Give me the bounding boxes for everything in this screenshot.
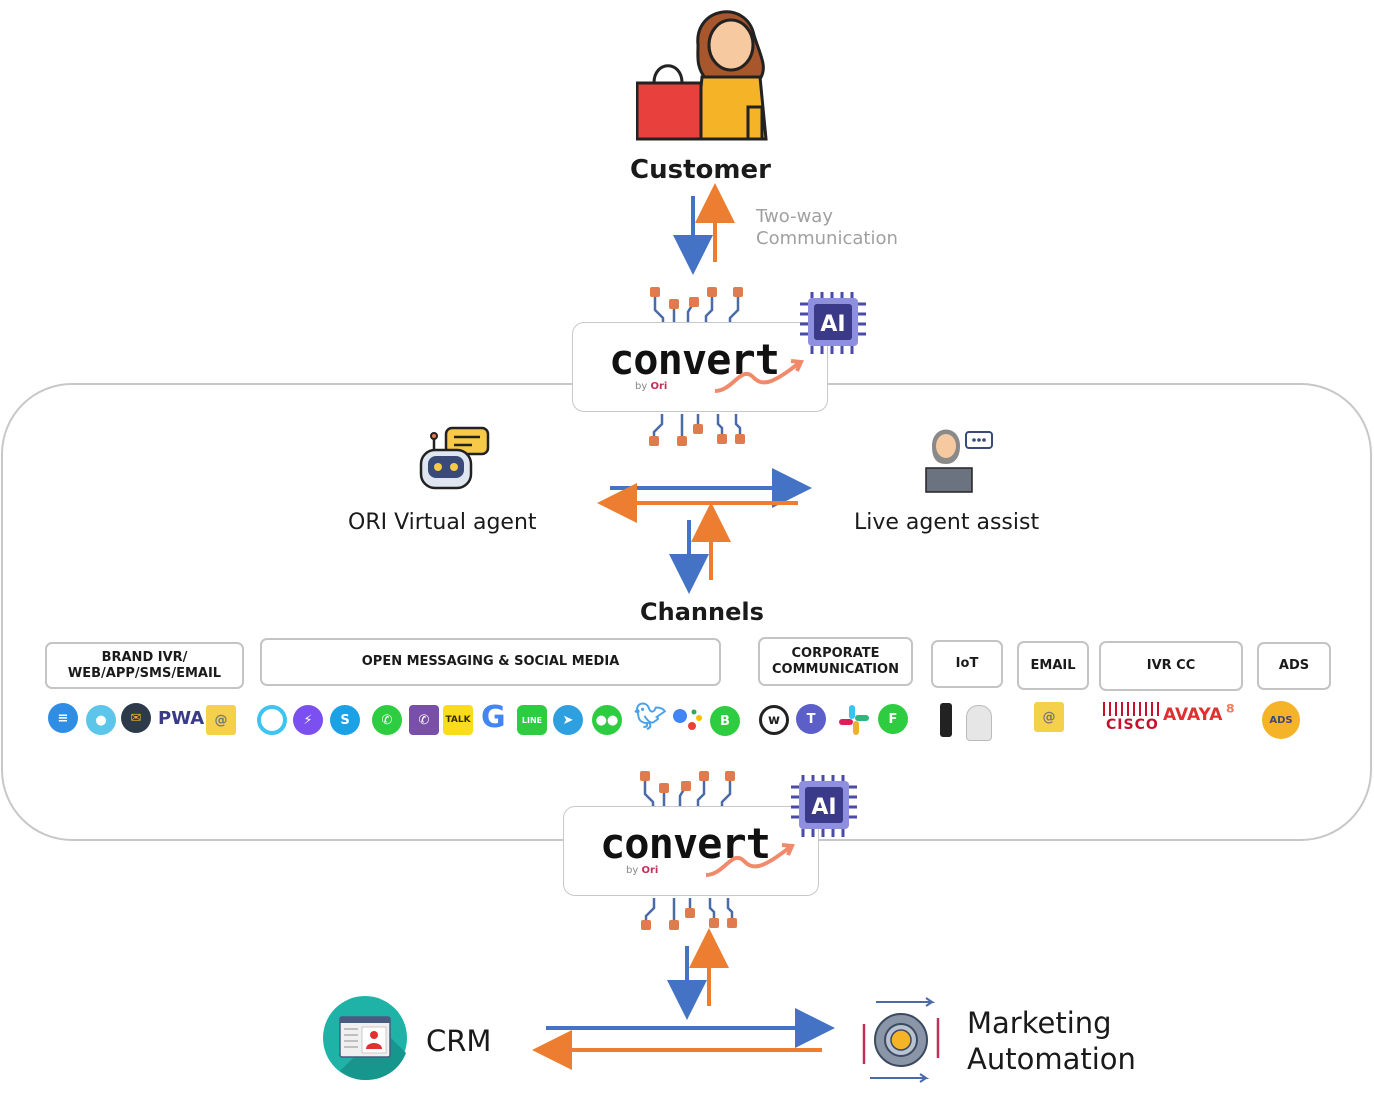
crm-label: CRM (426, 1024, 492, 1058)
robot-chat-icon (419, 426, 490, 490)
marketing-automation-label: Marketing Automation (967, 1006, 1136, 1076)
ai-chip-bottom-icon: AI (791, 775, 857, 837)
convert-top-byline: by Ori (635, 381, 668, 392)
convert-top-box: convert by Ori (572, 322, 828, 412)
circuit-bottom-lower-nodes (641, 908, 737, 930)
business-chat-icon: B (710, 706, 740, 736)
wechat-icon: ●● (592, 705, 622, 735)
microphone-icon: ● (86, 705, 116, 735)
google-home-icon (966, 705, 992, 741)
chat-bubble-icon: ≡ (48, 703, 78, 733)
channel-group-ads: ADS (1257, 642, 1331, 690)
messenger-icon: ⚡ (293, 705, 323, 735)
live-agent-label: Live agent assist (854, 510, 1040, 535)
google-icon: G (481, 700, 506, 735)
live-agent-icon (925, 429, 993, 493)
convert-bottom-swoosh-icon (705, 843, 795, 877)
circuit-bottom-upper-nodes (640, 771, 735, 793)
virtual-agent-label: ORI Virtual agent (348, 510, 537, 535)
customer-label: Customer (630, 155, 771, 185)
ads-newspaper-icon: ADS (1262, 701, 1300, 739)
channel-group-ivr-cc: IVR CC (1099, 641, 1243, 691)
cisco-bars-icon (1103, 702, 1159, 716)
slack-icon (839, 705, 869, 735)
svg-text:AI: AI (811, 795, 836, 820)
skype-icon: S (330, 705, 360, 735)
echo-device-icon (940, 703, 952, 737)
channel-group-iot: IoT (931, 640, 1003, 688)
avaya-logo: AVAYA (1163, 705, 1223, 725)
circuit-top-lower-nodes (649, 424, 745, 446)
circuit-top-upper-nodes (650, 287, 743, 309)
convert-bottom-byline: by Ori (626, 865, 659, 876)
genesys-icon: ⁸ (1226, 700, 1235, 724)
workplace-icon: w (759, 705, 789, 735)
channels-title: Channels (640, 598, 764, 626)
crm-contact-icon (323, 996, 407, 1081)
convert-bottom-box: convert by Ori (563, 806, 819, 896)
channel-group-messaging: OPEN MESSAGING & SOCIAL MEDIA (260, 638, 721, 686)
twitter-icon: 🐦︎ (634, 702, 668, 732)
two-way-label: Two-way Communication (756, 206, 898, 249)
teams-icon: T (796, 704, 826, 734)
line-icon: LINE (517, 705, 547, 735)
google-assistant-icon (673, 709, 702, 730)
customer-shopping-icon (636, 10, 768, 141)
pwa-logo: PWA (158, 708, 205, 729)
telegram-icon: ➤ (553, 705, 583, 735)
cisco-logo: CISCO (1106, 717, 1159, 733)
whatsapp-icon: ✆ (372, 705, 402, 735)
email-at-icon: @ (206, 705, 236, 735)
email-envelope-icon: @ (1034, 702, 1064, 732)
channel-group-email: EMAIL (1017, 641, 1089, 690)
kakaotalk-icon: TALK (443, 705, 473, 735)
viber-icon: ✆ (409, 705, 439, 735)
svg-text:AI: AI (820, 312, 845, 337)
convert-top-swoosh-icon (714, 359, 804, 393)
alexa-ring-icon (257, 705, 287, 735)
marketing-automation-icon (862, 997, 940, 1083)
flock-icon: F (878, 704, 908, 734)
ai-chip-top-icon: AI (800, 292, 866, 354)
sms-envelope-icon: ✉ (121, 703, 151, 733)
channel-group-brand: BRAND IVR/WEB/APP/SMS/EMAIL (45, 642, 244, 689)
